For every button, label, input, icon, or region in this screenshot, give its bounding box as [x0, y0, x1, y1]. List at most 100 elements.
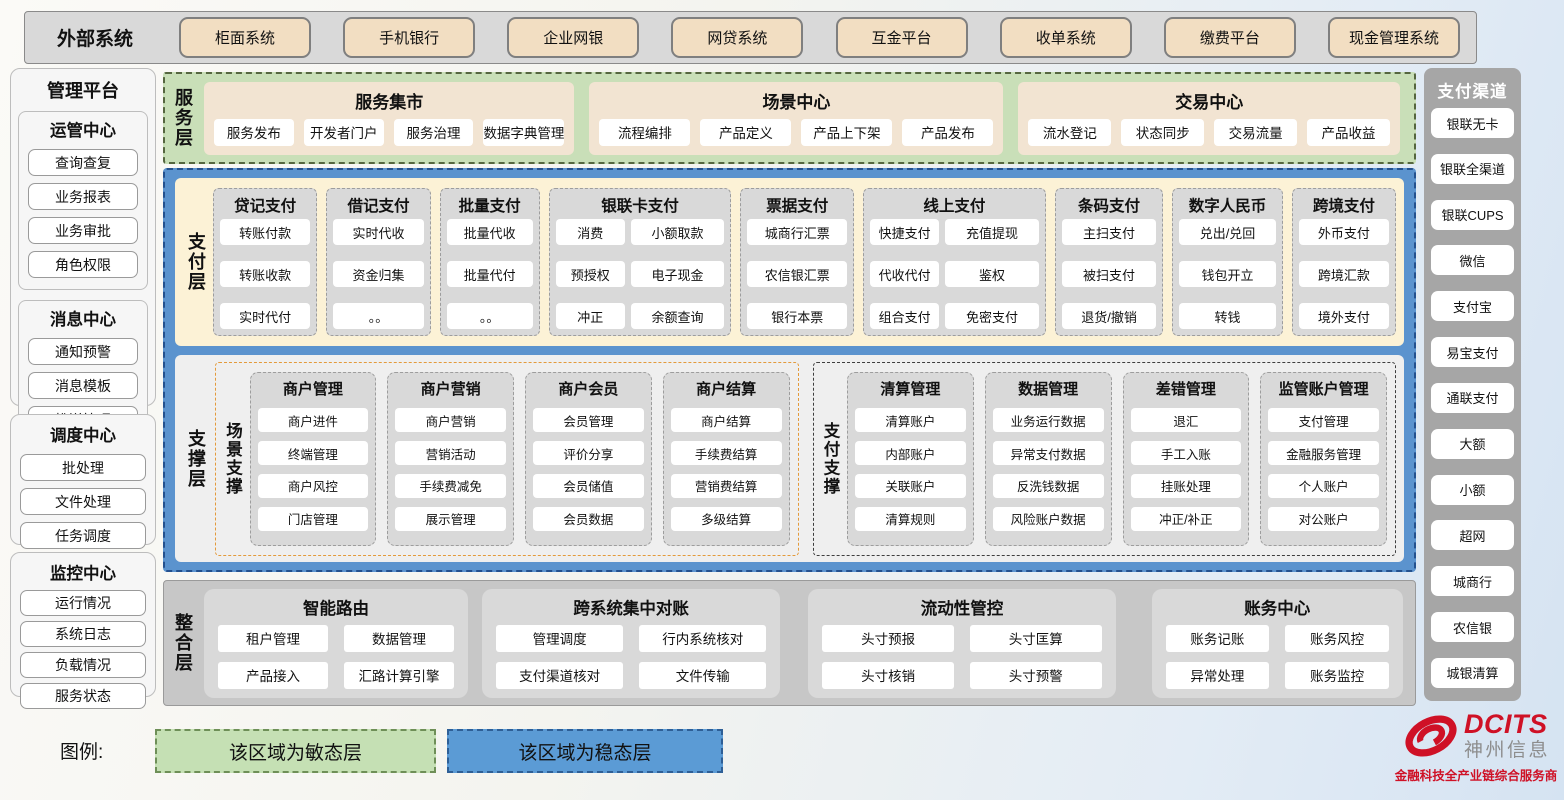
support-item-button[interactable]: 个人账户: [1268, 473, 1379, 498]
integration-item-button[interactable]: 产品接入: [218, 661, 329, 689]
support-item-button[interactable]: 关联账户: [855, 473, 966, 498]
service-item-button[interactable]: 产品发布: [902, 118, 994, 146]
management-item-button[interactable]: 批处理: [20, 454, 146, 481]
support-item-button[interactable]: 会员管理: [533, 408, 644, 433]
service-item-button[interactable]: 流水登记: [1028, 118, 1112, 146]
payment-item-button[interactable]: 转钱: [1179, 303, 1276, 329]
payment-channel-button[interactable]: 易宝支付: [1431, 337, 1514, 368]
support-item-button[interactable]: 反洗钱数据: [992, 473, 1104, 498]
support-item-button[interactable]: 内部账户: [855, 441, 966, 466]
payment-item-button[interactable]: 预授权: [555, 261, 625, 287]
service-item-button[interactable]: 状态同步: [1121, 118, 1205, 146]
support-item-button[interactable]: 营销费结算: [670, 473, 782, 498]
support-item-button[interactable]: 挂账处理: [1130, 473, 1242, 498]
external-system-button[interactable]: 手机银行: [343, 17, 476, 58]
payment-item-button[interactable]: 免密支付: [945, 303, 1039, 329]
support-item-button[interactable]: 手工入账: [1130, 441, 1242, 466]
management-item-button[interactable]: 消息模板: [28, 372, 138, 399]
support-item-button[interactable]: 清算规则: [855, 506, 966, 531]
support-item-button[interactable]: 展示管理: [395, 506, 506, 531]
payment-item-button[interactable]: 资金归集: [333, 261, 424, 287]
support-item-button[interactable]: 手续费减免: [395, 473, 506, 498]
support-item-button[interactable]: 商户结算: [670, 408, 782, 433]
payment-item-button[interactable]: 鉴权: [945, 261, 1039, 287]
service-item-button[interactable]: 产品上下架: [801, 118, 893, 146]
service-item-button[interactable]: 服务治理: [393, 118, 474, 146]
management-item-button[interactable]: 任务调度: [20, 522, 146, 549]
payment-channel-button[interactable]: 支付宝: [1431, 291, 1514, 322]
payment-item-button[interactable]: 农信银汇票: [747, 261, 848, 287]
service-item-button[interactable]: 产品定义: [700, 118, 792, 146]
support-item-button[interactable]: 对公账户: [1268, 506, 1379, 531]
service-item-button[interactable]: 流程编排: [599, 118, 691, 146]
management-item-button[interactable]: 查询查复: [28, 149, 138, 176]
payment-channel-button[interactable]: 银联全渠道: [1431, 153, 1514, 184]
integration-item-button[interactable]: 支付渠道核对: [496, 661, 624, 689]
integration-item-button[interactable]: 账务监控: [1285, 661, 1389, 689]
payment-item-button[interactable]: 外币支付: [1298, 219, 1389, 245]
management-item-button[interactable]: 服务状态: [20, 683, 146, 709]
integration-item-button[interactable]: 头寸核销: [822, 661, 954, 689]
service-item-button[interactable]: 开发者门户: [303, 118, 384, 146]
support-item-button[interactable]: 多级结算: [670, 506, 782, 531]
payment-item-button[interactable]: 批量代收: [446, 219, 533, 245]
payment-item-button[interactable]: 实时代收: [333, 219, 424, 245]
support-item-button[interactable]: 风险账户数据: [992, 506, 1104, 531]
support-item-button[interactable]: 手续费结算: [670, 441, 782, 466]
support-item-button[interactable]: 门店管理: [257, 506, 369, 531]
support-item-button[interactable]: 冲正/补正: [1130, 506, 1242, 531]
payment-item-button[interactable]: 电子现金: [630, 261, 725, 287]
payment-item-button[interactable]: 组合支付: [870, 303, 940, 329]
payment-channel-button[interactable]: 农信银: [1431, 612, 1514, 643]
integration-item-button[interactable]: 管理调度: [496, 624, 624, 652]
management-item-button[interactable]: 文件处理: [20, 488, 146, 515]
external-system-button[interactable]: 柜面系统: [179, 17, 311, 58]
integration-item-button[interactable]: 文件传输: [639, 661, 767, 689]
payment-channel-button[interactable]: 银联CUPS: [1431, 199, 1514, 230]
payment-channel-button[interactable]: 银联无卡: [1431, 108, 1514, 138]
external-system-button[interactable]: 缴费平台: [1163, 17, 1296, 58]
support-item-button[interactable]: 退汇: [1130, 408, 1242, 433]
payment-item-button[interactable]: 充值提现: [945, 219, 1039, 245]
payment-channel-button[interactable]: 城银清算: [1431, 657, 1514, 688]
payment-item-button[interactable]: 境外支付: [1298, 303, 1389, 329]
management-item-button[interactable]: 角色权限: [28, 251, 138, 278]
support-item-button[interactable]: 商户营销: [395, 408, 506, 433]
payment-item-button[interactable]: 城商行汇票: [747, 219, 848, 245]
service-item-button[interactable]: 交易流量: [1214, 118, 1298, 146]
service-item-button[interactable]: 数据字典管理: [483, 118, 565, 146]
payment-item-button[interactable]: 快捷支付: [870, 219, 940, 245]
payment-item-button[interactable]: 消费: [555, 219, 625, 245]
support-item-button[interactable]: 金融服务管理: [1268, 441, 1379, 466]
payment-item-button[interactable]: 转账付款: [220, 219, 311, 245]
integration-item-button[interactable]: 账务风控: [1285, 624, 1389, 652]
payment-item-button[interactable]: 。。: [333, 303, 424, 329]
payment-channel-button[interactable]: 微信: [1431, 245, 1514, 276]
service-item-button[interactable]: 服务发布: [214, 118, 294, 146]
integration-item-button[interactable]: 头寸匡算: [969, 624, 1102, 652]
integration-item-button[interactable]: 租户管理: [218, 624, 329, 652]
payment-item-button[interactable]: 余额查询: [630, 303, 725, 329]
external-system-button[interactable]: 现金管理系统: [1327, 17, 1460, 58]
payment-channel-button[interactable]: 大额: [1431, 428, 1514, 459]
payment-item-button[interactable]: 主扫支付: [1061, 219, 1157, 245]
integration-item-button[interactable]: 数据管理: [344, 624, 455, 652]
payment-item-button[interactable]: 实时代付: [220, 303, 311, 329]
integration-item-button[interactable]: 账务记账: [1165, 624, 1270, 652]
support-item-button[interactable]: 清算账户: [855, 408, 966, 433]
payment-item-button[interactable]: 批量代付: [446, 261, 533, 287]
support-item-button[interactable]: 业务运行数据: [992, 408, 1104, 433]
external-system-button[interactable]: 收单系统: [999, 17, 1132, 58]
integration-item-button[interactable]: 头寸预报: [822, 624, 954, 652]
payment-item-button[interactable]: 兑出/兑回: [1179, 219, 1276, 245]
external-system-button[interactable]: 网贷系统: [671, 17, 804, 58]
payment-item-button[interactable]: 被扫支付: [1061, 261, 1157, 287]
support-item-button[interactable]: 营销活动: [395, 441, 506, 466]
support-item-button[interactable]: 支付管理: [1268, 408, 1379, 433]
management-item-button[interactable]: 系统日志: [20, 621, 146, 647]
payment-channel-button[interactable]: 通联支付: [1431, 382, 1514, 413]
payment-item-button[interactable]: 钱包开立: [1179, 261, 1276, 287]
management-item-button[interactable]: 运行情况: [20, 590, 146, 616]
payment-item-button[interactable]: 银行本票: [747, 303, 848, 329]
integration-item-button[interactable]: 头寸预警: [969, 661, 1102, 689]
